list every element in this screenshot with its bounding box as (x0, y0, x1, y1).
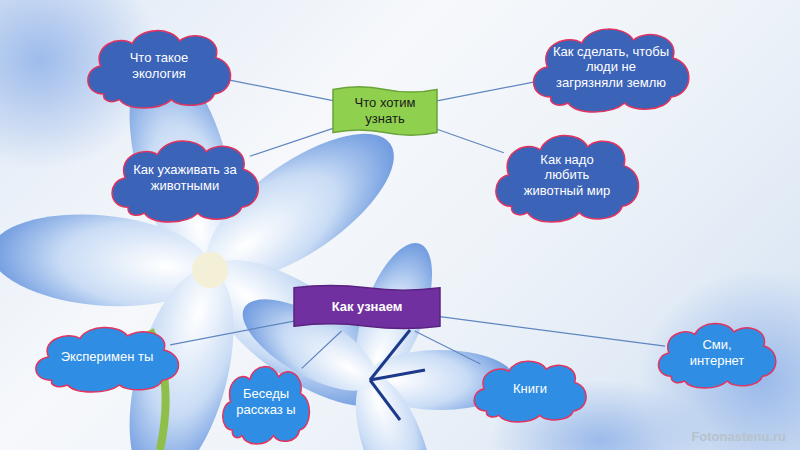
banner-flag: Что хотим узнать (333, 84, 437, 138)
banner-flag: Как узнаем (294, 283, 440, 331)
node-text: Как узнаем (306, 299, 429, 315)
node-text: Что хотим узнать (342, 95, 429, 126)
cloud-bubble: Книги (468, 356, 592, 422)
connector-line (302, 331, 342, 368)
connector-line (250, 128, 333, 156)
watermark: Fotonastenu.ru (691, 429, 786, 444)
node-text: Что такое экология (107, 50, 211, 81)
node-text: Книги (491, 381, 570, 397)
cloud-bubble: Как надо любить животный мир (488, 128, 646, 222)
node-text: Как сделать, чтобы люди не загрязняли зе… (551, 44, 671, 91)
connector-line (437, 80, 542, 100)
node-text: Как ухаживать за животными (132, 162, 239, 193)
node-text: Сми, интернет (674, 337, 760, 368)
connector-line (170, 321, 294, 345)
connector-line (437, 129, 504, 152)
connector-line (440, 317, 665, 347)
node-text: Как надо любить животный мир (517, 152, 618, 199)
cloud-bubble: Как сделать, чтобы люди не загрязняли зе… (525, 22, 697, 112)
cloud-bubble: Сми, интернет (652, 318, 782, 388)
cloud-bubble: Что такое экология (80, 24, 238, 108)
cloud-bubble: Как ухаживать за животными (104, 134, 266, 222)
node-text: Эксперимен ты (60, 349, 155, 365)
connector-line (415, 331, 481, 364)
connector-line (222, 79, 333, 101)
cloud-bubble: Эксперимен ты (28, 322, 186, 392)
node-text: Беседы рассказ ы (232, 386, 301, 417)
cloud-bubble: Беседы рассказ ы (218, 360, 314, 444)
